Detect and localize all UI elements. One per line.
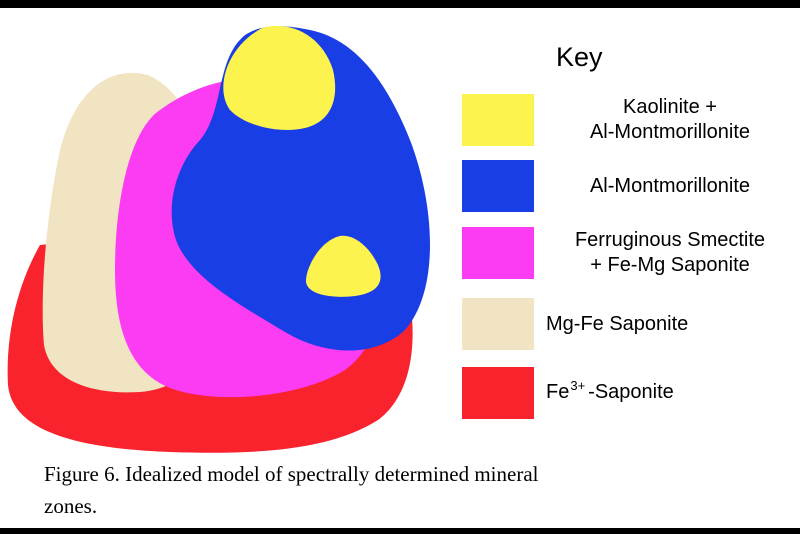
key-label-line: Al-Montmorillonite: [589, 121, 751, 143]
key-label-line: Ferruginous Smectite: [574, 229, 766, 251]
figure-caption: Figure 6. Idealized model of spectrally …: [44, 458, 784, 522]
key-swatch: [462, 94, 534, 146]
key-label-line: + Fe-Mg Saponite: [590, 254, 750, 276]
key-label-line: Al-Montmorillonite: [589, 174, 751, 197]
key-item-mg-fe-saponite: Mg-Fe Saponite: [462, 298, 800, 358]
key-item-fe3-saponite: Fe3+-Saponite: [462, 367, 800, 427]
key-swatch: [462, 227, 534, 279]
key-item-ferruginous-smectite: Ferruginous Smectite + Fe-Mg Saponite: [462, 227, 800, 287]
key-item-al-montmorillonite: Al-Montmorillonite: [462, 160, 800, 220]
key-label-fe3: Fe3+-Saponite: [546, 378, 674, 406]
key-item-kaolinite: Kaolinite + Al-Montmorillonite: [462, 94, 800, 154]
key-label-base: Fe: [546, 381, 570, 403]
zone-kaolinite-top: [223, 25, 336, 130]
key-swatch: [462, 367, 534, 419]
key-swatch: [462, 160, 534, 212]
key-label: Al-Montmorillonite: [540, 160, 800, 212]
key-title: Key: [556, 42, 603, 72]
key-label-line: Mg-Fe Saponite: [546, 312, 689, 335]
key-label-superscript: 3+: [570, 378, 586, 393]
caption-line: zones.: [44, 494, 98, 518]
key-swatch: [462, 298, 534, 350]
caption-line: Figure 6. Idealized model of spectrally …: [44, 462, 539, 486]
key-label: Fe3+-Saponite: [540, 367, 800, 419]
zone-kaolinite-small: [305, 235, 381, 297]
key-label-line: Kaolinite +: [623, 96, 717, 118]
key-label: Mg-Fe Saponite: [540, 298, 800, 350]
key-label: Ferruginous Smectite + Fe-Mg Saponite: [540, 227, 800, 279]
key-label: Kaolinite + Al-Montmorillonite: [540, 94, 800, 146]
key-label-rest: -Saponite: [588, 381, 674, 403]
